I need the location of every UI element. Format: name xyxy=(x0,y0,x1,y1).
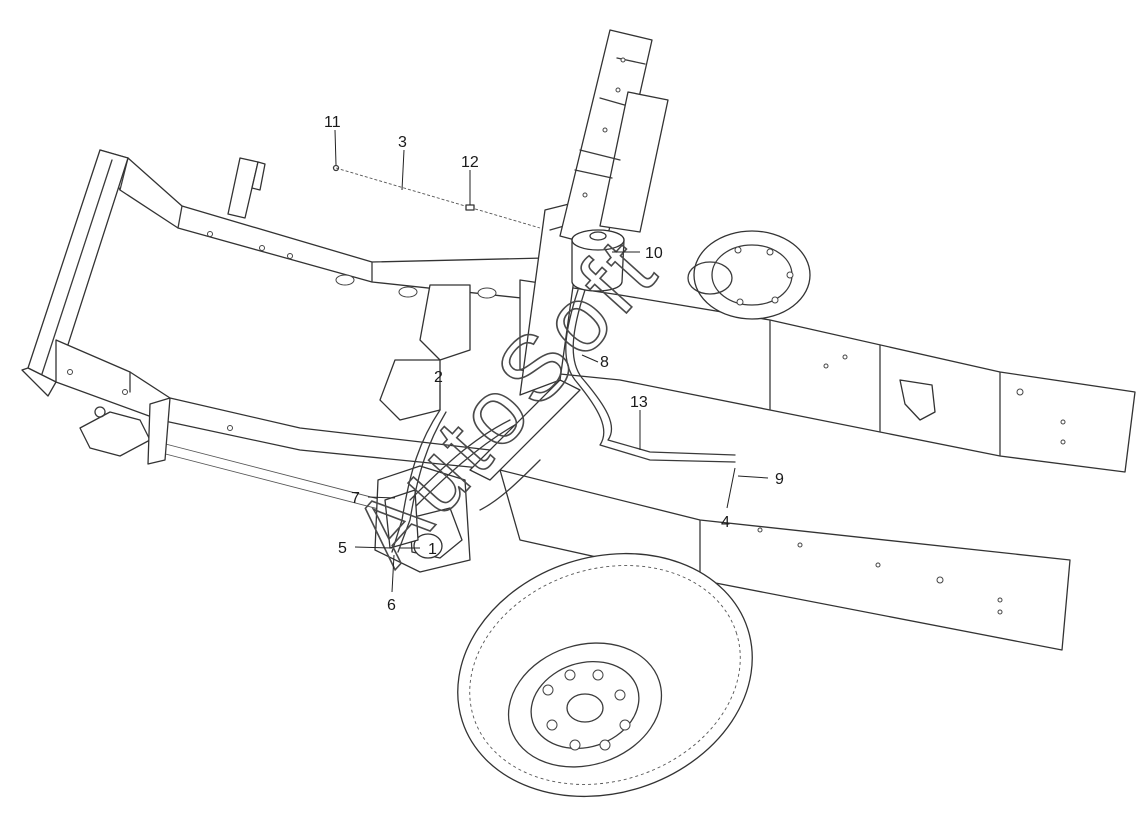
callout-3: 3 xyxy=(398,134,407,151)
right-frame-rail-rear xyxy=(499,469,1071,651)
callout-5: 5 xyxy=(338,540,347,557)
front-wheel xyxy=(457,552,753,798)
callout-9: 9 xyxy=(775,471,784,488)
callout-12: 12 xyxy=(461,154,479,171)
brake-hoses xyxy=(391,289,736,553)
brake-valve-assembly xyxy=(374,465,471,573)
callout-13: 13 xyxy=(630,394,648,411)
callout-leaders xyxy=(334,129,769,593)
callout-10: 10 xyxy=(645,245,663,262)
callout-6: 6 xyxy=(387,597,396,614)
callout-1: 1 xyxy=(428,541,437,558)
center-mount xyxy=(379,284,471,421)
callout-labels: 1 2 3 4 5 6 7 8 9 10 11 12 13 xyxy=(324,114,784,614)
left-frame-rail-upper xyxy=(99,149,561,301)
center-crossmember xyxy=(469,199,586,481)
callout-2: 2 xyxy=(434,369,443,386)
callout-4: 4 xyxy=(721,514,730,531)
receiver-tank xyxy=(571,229,625,292)
callout-7: 7 xyxy=(351,490,360,507)
callout-11: 11 xyxy=(324,114,341,131)
brace-wire xyxy=(332,164,541,229)
spring-bracket-assembly xyxy=(559,29,669,249)
rear-axle-hub xyxy=(687,230,811,320)
callout-8: 8 xyxy=(600,354,609,371)
upper-brackets xyxy=(227,157,266,219)
